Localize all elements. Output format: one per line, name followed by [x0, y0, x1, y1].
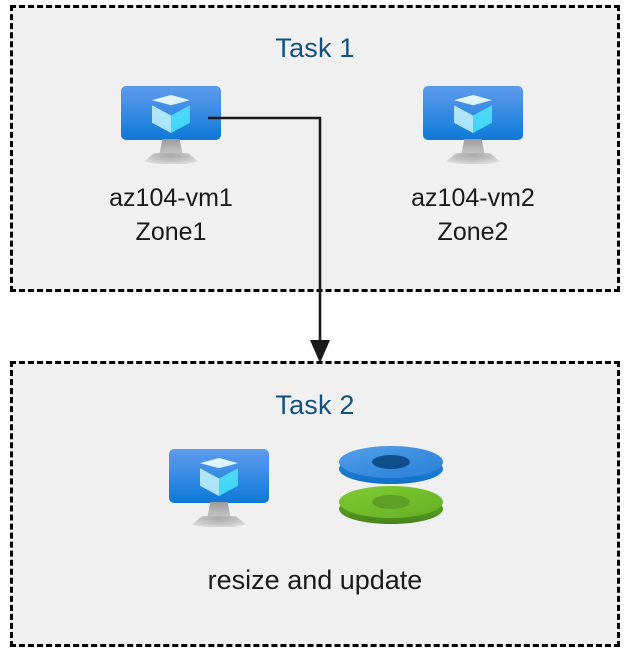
- vm-icon-task2[interactable]: [169, 449, 269, 527]
- monitor-base: [443, 153, 503, 164]
- disk-green: [339, 486, 443, 528]
- task-1-container: Task 1 az104-vm1 Zone1 az104-vm2 Zone2: [10, 5, 620, 292]
- vm-label-az104-vm2: az104-vm2 Zone2: [411, 184, 535, 246]
- vm-icon-az104-vm2[interactable]: [423, 86, 523, 164]
- disk-blue-hole: [372, 455, 410, 469]
- monitor-screen: [169, 449, 269, 503]
- cube-top-face: [200, 458, 238, 469]
- task-2-title: Task 2: [275, 390, 355, 420]
- arrowhead-icon: [310, 340, 330, 363]
- cube-top-face: [152, 95, 190, 106]
- cube-top-face: [454, 95, 492, 106]
- task-2-caption: resize and update: [207, 565, 423, 595]
- task-1-title: Task 1: [275, 33, 355, 63]
- cube-icon: [454, 95, 492, 133]
- cube-icon: [152, 95, 190, 133]
- monitor-screen: [423, 86, 523, 140]
- disk-green-hole: [372, 495, 410, 509]
- disk-blue: [339, 446, 443, 488]
- monitor-base: [141, 153, 201, 164]
- managed-disks-icon[interactable]: [339, 446, 443, 530]
- monitor-neck: [159, 139, 183, 156]
- vm-label-az104-vm1: az104-vm1 Zone1: [109, 184, 233, 246]
- monitor-neck: [207, 502, 231, 519]
- monitor-screen: [121, 86, 221, 140]
- monitor-neck: [461, 139, 485, 156]
- task-2-container: Task 2 resize and update: [10, 361, 620, 647]
- monitor-base: [189, 516, 249, 527]
- cube-icon: [200, 458, 238, 496]
- vm-icon-az104-vm1[interactable]: [121, 86, 221, 164]
